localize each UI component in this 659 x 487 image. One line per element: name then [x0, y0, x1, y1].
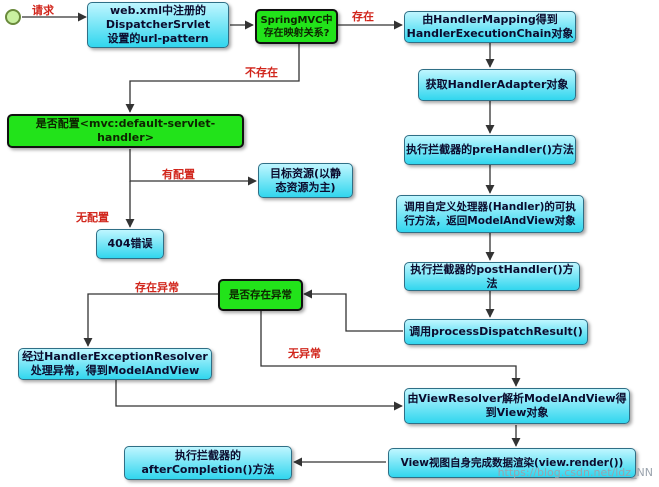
node-pre-handler: 执行拦截器的preHandler()方法: [404, 135, 576, 165]
label-not-configured: 无配置: [76, 211, 109, 224]
node-view-resolver: 由ViewResolver解析ModelAndView得 到View对象: [404, 388, 630, 424]
label-not-exists: 不存在: [245, 66, 278, 79]
node-404: 404错误: [96, 229, 164, 259]
start-node: [5, 9, 21, 25]
watermark: https://blog.csdn.net/ldz_NN: [497, 466, 653, 479]
node-post-handler: 执行拦截器的postHandler()方法: [404, 262, 580, 291]
edge-mapping-default: [125, 44, 300, 113]
edge-process-exception: [303, 289, 403, 332]
label-configured: 有配置: [162, 168, 195, 181]
label-request: 请求: [32, 4, 54, 17]
node-target-resource: 目标资源(以静 态资源为主): [258, 163, 353, 198]
node-view-render: View视图自身完成数据渲染(view.render()): [388, 448, 636, 478]
edge-exception-viewresolver: [260, 311, 521, 387]
node-default-servlet: 是否配置<mvc:default-servlet-handler>: [7, 114, 244, 148]
node-invoke-handler: 调用自定义处理器(Handler)的可执 行方法，返回ModelAndView对…: [396, 195, 584, 233]
node-mapping-exists: SpringMVC中 存在映射关系?: [255, 9, 338, 44]
node-process-dispatch: 调用processDispatchResult(): [404, 319, 588, 345]
node-webxml: web.xml中注册的 DispatcherSrvlet 设置的url-patt…: [87, 2, 229, 48]
node-exception-resolver: 经过HandlerExceptionResolver 处理异常，得到ModelA…: [18, 348, 212, 380]
edge-exception-resolver: [83, 293, 218, 347]
edge-resolver-viewresolver: [115, 380, 403, 411]
label-has-exception: 存在异常: [135, 281, 179, 294]
label-exists: 存在: [352, 10, 374, 23]
node-get-adapter: 获取HandlerAdapter对象: [418, 69, 576, 101]
node-after-completion: 执行拦截器的 afterCompletion()方法: [124, 446, 292, 480]
node-get-chain: 由HandlerMapping得到 HandlerExecutionChain对…: [404, 11, 576, 43]
label-no-exception: 无异常: [288, 347, 321, 360]
node-exception-exists: 是否存在异常: [218, 279, 303, 311]
